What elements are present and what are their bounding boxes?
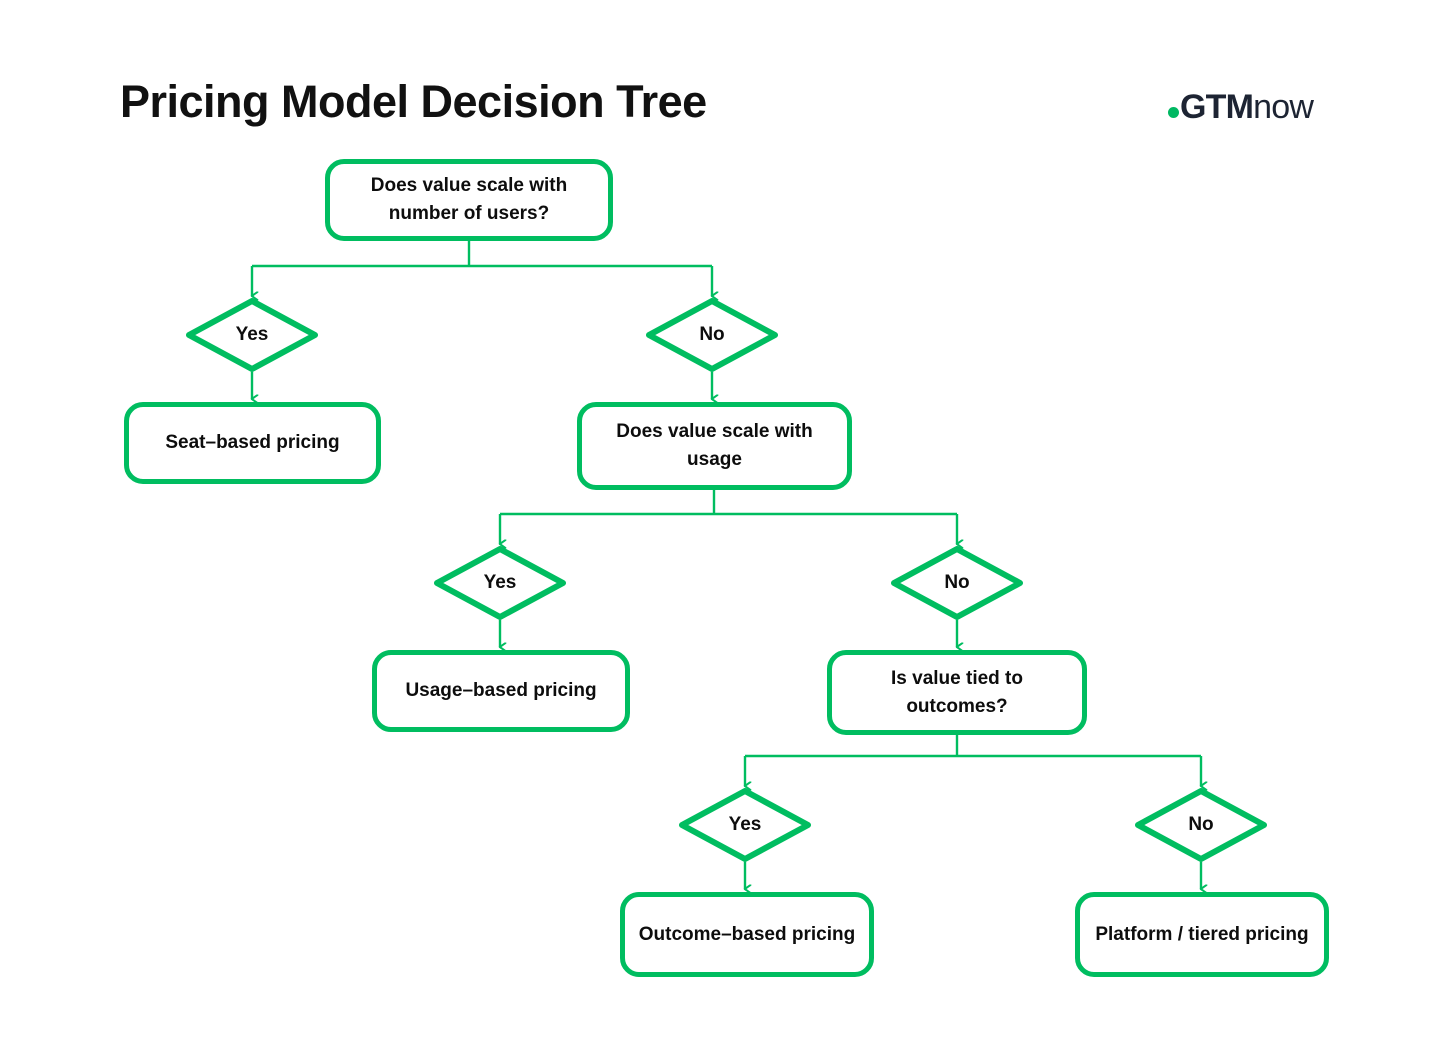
branch-label: Yes xyxy=(483,572,517,593)
branch-label: No xyxy=(944,572,970,593)
page-title: Pricing Model Decision Tree xyxy=(120,76,707,127)
branch-diamond-q1-yes[interactable]: Yes xyxy=(186,298,318,372)
branch-label: No xyxy=(699,324,725,345)
diamond-shape-icon xyxy=(186,298,318,372)
outcome-node-outcome-based-pricing[interactable]: Outcome–based pricing xyxy=(620,892,874,977)
branch-label: Yes xyxy=(235,324,269,345)
outcome-node-platform-tiered-pricing[interactable]: Platform / tiered pricing xyxy=(1075,892,1329,977)
branch-diamond-q3-no[interactable]: No xyxy=(1135,788,1267,862)
branch-diamond-q2-yes[interactable]: Yes xyxy=(434,546,566,620)
branch-diamond-q2-no[interactable]: No xyxy=(891,546,1023,620)
branch-label: No xyxy=(1188,814,1214,835)
decision-node-value-scales-users[interactable]: Does value scale with number of users? xyxy=(325,159,613,241)
outcome-node-usage-based-pricing[interactable]: Usage–based pricing xyxy=(372,650,630,732)
decision-node-value-scales-usage[interactable]: Does value scale with usage xyxy=(577,402,852,490)
branch-label: Yes xyxy=(728,814,762,835)
diamond-shape-icon xyxy=(434,546,566,620)
green-dot-icon xyxy=(1168,107,1179,118)
logo-secondary-text: now xyxy=(1253,88,1314,126)
diamond-shape-icon xyxy=(646,298,778,372)
diamond-shape-icon xyxy=(679,788,811,862)
diamond-shape-icon xyxy=(1135,788,1267,862)
outcome-node-seat-based-pricing[interactable]: Seat–based pricing xyxy=(124,402,381,484)
branch-diamond-q1-no[interactable]: No xyxy=(646,298,778,372)
logo-primary-text: GTM xyxy=(1180,88,1254,126)
diamond-shape-icon xyxy=(891,546,1023,620)
branch-diamond-q3-yes[interactable]: Yes xyxy=(679,788,811,862)
decision-node-value-tied-outcomes[interactable]: Is value tied to outcomes? xyxy=(827,650,1087,735)
